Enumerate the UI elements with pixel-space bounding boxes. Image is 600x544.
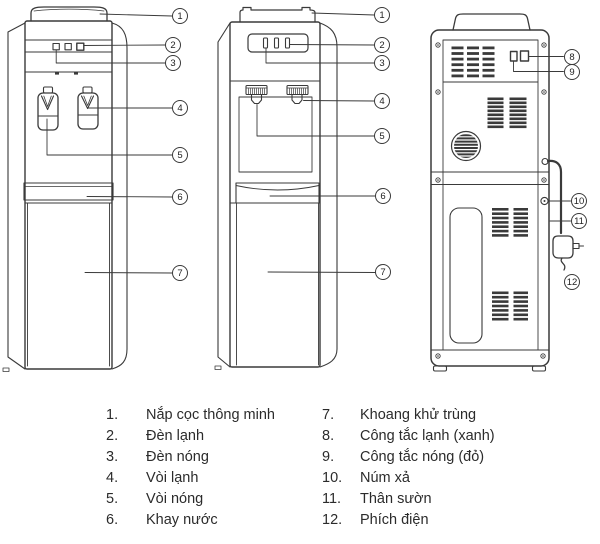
callout-front-middle-4: 4 — [374, 93, 390, 109]
legend-item: 6. Khay nước — [106, 510, 275, 531]
leader-lines — [513, 56, 571, 222]
callout-back-11: 11 — [571, 213, 587, 229]
legend-label: Thân sườn — [360, 491, 432, 507]
top-cap — [30, 6, 108, 22]
cold-switch — [509, 50, 518, 62]
top-cap — [239, 6, 316, 23]
cold-push-tap — [245, 84, 268, 105]
legend-number: 4. — [106, 470, 119, 486]
callout-front-left-1: 1 — [172, 8, 188, 24]
legend-item: 5. Vòi nóng — [106, 489, 275, 510]
callout-front-left-7: 7 — [172, 265, 188, 281]
lower-vents-b — [492, 291, 528, 321]
callout-front-middle-2: 2 — [374, 37, 390, 53]
callout-front-middle-3: 3 — [374, 55, 390, 71]
legend-item: 7. Khoang khử trùng — [322, 405, 495, 426]
legend-left-column: 1. Nắp cọc thông minh 2. Đèn lạnh 3. Đèn nó… — [106, 405, 275, 531]
legend-item: 4. Vòi lạnh — [106, 468, 275, 489]
callout-back-9: 9 — [564, 64, 580, 80]
screws — [435, 42, 547, 359]
legend-item: 2. Đèn lạnh — [106, 426, 275, 447]
display-panel — [247, 33, 309, 53]
callout-front-middle-5: 5 — [374, 128, 390, 144]
legend-label: Núm xả — [360, 470, 410, 486]
power-plug — [552, 235, 585, 271]
legend-item: 9. Công tắc nóng (đỏ) — [322, 447, 495, 468]
front-left-unit — [2, 6, 173, 372]
front-middle-unit — [214, 6, 376, 370]
legend-item: 12. Phích điện — [322, 510, 495, 531]
cold-tap — [37, 86, 59, 131]
legend-item: 11. Thân sườn — [322, 489, 495, 510]
callout-front-left-6: 6 — [172, 189, 188, 205]
legend-number: 1. — [106, 407, 119, 423]
legend-right-column: 7. Khoang khử trùng 8. Công tắc lạnh (xanh… — [322, 405, 495, 531]
callout-front-left-2: 2 — [165, 37, 181, 53]
callout-front-middle-1: 1 — [374, 7, 390, 23]
legend-label: Công tắc lạnh (xanh) — [360, 428, 495, 444]
legend-label: Công tắc nóng (đỏ) — [360, 449, 485, 465]
power-cord — [546, 159, 563, 235]
legend-item: 8. Công tắc lạnh (xanh) — [322, 426, 495, 447]
callout-front-left-4: 4 — [172, 100, 188, 116]
indicator-light — [64, 42, 72, 51]
leader-lines — [46, 13, 173, 274]
legend-number: 10. — [322, 470, 343, 486]
callout-front-left-5: 5 — [172, 147, 188, 163]
legend-item: 10. Núm xả — [322, 468, 495, 489]
legend-number: 3. — [106, 449, 119, 465]
legend-label: Vòi nóng — [146, 491, 204, 507]
legend-label: Phích điện — [360, 512, 429, 528]
legend-number: 12. — [322, 512, 343, 528]
top-cap — [452, 13, 531, 31]
legend-label: Vòi lạnh — [146, 470, 199, 486]
legend-number: 6. — [106, 512, 119, 528]
legend-label: Khay nước — [146, 512, 218, 528]
callout-front-middle-7: 7 — [375, 264, 391, 280]
access-door — [449, 207, 483, 344]
legend-label: Khoang khử trùng — [360, 407, 477, 423]
callout-front-middle-6: 6 — [375, 188, 391, 204]
hot-push-tap — [286, 84, 309, 105]
drip-tray — [23, 182, 114, 201]
hot-switch — [519, 50, 530, 62]
leader-lines — [256, 12, 376, 273]
callout-back-8: 8 — [564, 49, 580, 65]
legend-label: Nắp cọc thông minh — [146, 407, 275, 423]
legend-number: 5. — [106, 491, 119, 507]
callout-front-left-3: 3 — [165, 55, 181, 71]
top-vents — [451, 46, 495, 78]
fan-vent — [450, 130, 482, 162]
middle-vents — [487, 97, 527, 129]
legend-number: 11. — [322, 491, 342, 507]
callout-layer: 1 2 3 4 5 6 7 1 2 3 4 5 6 7 8 9 10 11 12 — [165, 7, 587, 290]
back-unit — [430, 13, 585, 372]
legend-label: Đèn lạnh — [146, 428, 205, 444]
legend-number: 2. — [106, 428, 119, 444]
legend-number: 7. — [322, 407, 335, 423]
legend-label: Đèn nóng — [146, 449, 209, 465]
legend-number: 9. — [322, 449, 335, 465]
indicator-light — [76, 42, 85, 51]
legend-item: 3. Đèn nóng — [106, 447, 275, 468]
hot-tap — [77, 86, 99, 130]
callout-back-12: 12 — [564, 274, 580, 290]
legend-number: 8. — [322, 428, 335, 444]
callout-back-10: 10 — [571, 193, 587, 209]
dispense-cavity — [238, 96, 313, 173]
legend-item: 1. Nắp cọc thông minh — [106, 405, 275, 426]
dispenser-diagram — [2, 6, 585, 372]
lower-vents-a — [492, 208, 528, 237]
